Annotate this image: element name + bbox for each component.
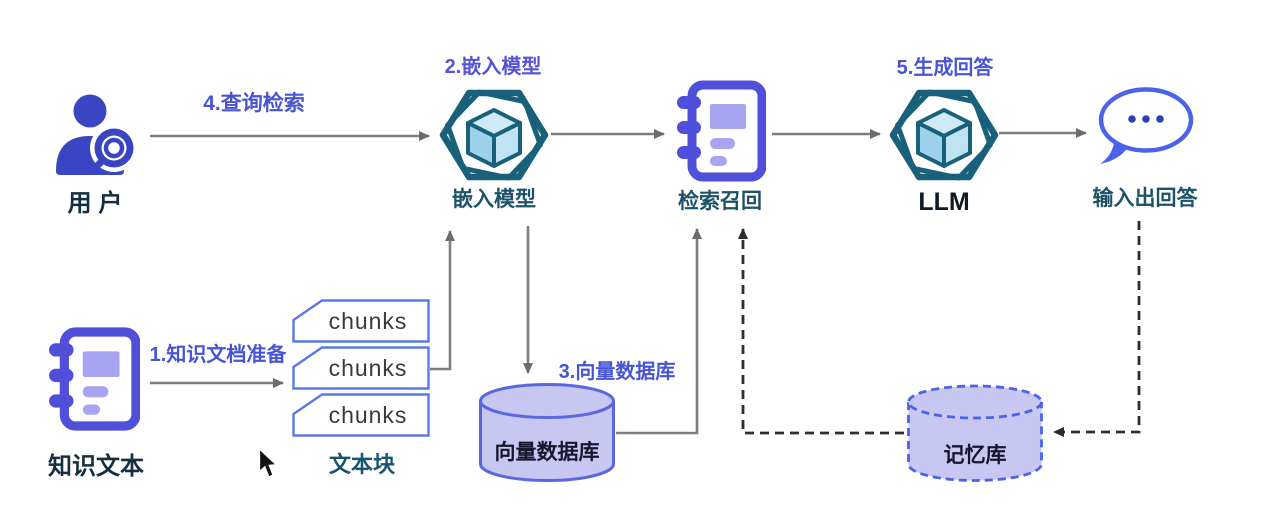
step5-generate-label: 5.生成回答 xyxy=(896,57,994,79)
dashed-arrow-answer-to-memory xyxy=(1053,221,1141,437)
step3-vectordb-label: 3.向量数据库 xyxy=(558,361,676,383)
arrow-chunks-to-embed xyxy=(430,230,455,371)
embed-model-icon xyxy=(439,89,549,181)
step4-query-label: 4.查询检索 xyxy=(203,92,305,115)
knowledge-label: 知识文本 xyxy=(48,453,144,480)
chunk-box-2: chunks xyxy=(292,346,430,390)
vector-db-cylinder-icon xyxy=(479,383,615,482)
vector-db-label: 向量数据库 xyxy=(494,441,600,464)
knowledge-notebook-icon xyxy=(49,327,140,431)
mouse-cursor-icon xyxy=(258,449,279,478)
memory-db-cylinder-icon xyxy=(907,384,1043,482)
answer-label: 输入出回答 xyxy=(1092,187,1198,210)
chunk-text: chunks xyxy=(328,401,408,428)
chunk-box-3: chunks xyxy=(292,393,430,437)
step2-embed-label: 2.嵌入模型 xyxy=(444,56,542,78)
step1-prepare-label: 1.知识文档准备 xyxy=(149,344,287,366)
arrow-vectordb-to-retrieval xyxy=(616,228,702,435)
retrieval-notebook-icon xyxy=(677,80,766,182)
user-label: 用 户 xyxy=(67,190,123,217)
embed-model-label: 嵌入模型 xyxy=(452,188,536,211)
answer-bubble-icon xyxy=(1098,87,1194,164)
user-search-icon xyxy=(56,94,138,175)
memory-db-label: 记忆库 xyxy=(943,444,1007,467)
chunk-box-shape xyxy=(292,393,430,437)
chunk-box-shape xyxy=(292,346,430,390)
llm-label: LLM xyxy=(918,188,970,216)
chunks-label: 文本块 xyxy=(328,452,395,477)
chunk-box-shape xyxy=(292,299,430,343)
chunk-text: chunks xyxy=(328,354,408,381)
chunk-text: chunks xyxy=(328,307,408,334)
chunk-box-1: chunks xyxy=(292,299,430,343)
dashed-arrow-memory-to-retrieval xyxy=(738,228,904,435)
llm-model-icon xyxy=(889,89,999,181)
retrieval-label: 检索召回 xyxy=(678,190,762,213)
